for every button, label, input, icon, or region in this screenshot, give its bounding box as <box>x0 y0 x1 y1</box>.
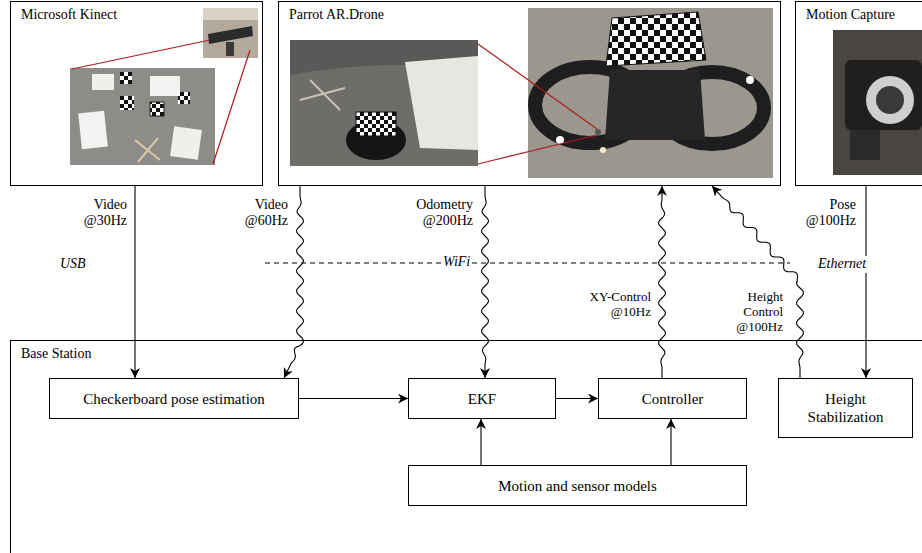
process-box: Motion and sensor models <box>408 465 747 506</box>
sensor-mount <box>226 42 234 56</box>
connector <box>480 419 481 465</box>
wireless-link <box>712 186 803 378</box>
checkerboard <box>150 102 164 116</box>
floor-sticks <box>135 138 160 162</box>
box-label: Checkerboard pose estimation <box>77 390 271 408</box>
front-camera <box>595 129 601 135</box>
process-box: Checkerboard pose estimation <box>49 378 299 419</box>
kinect-sensor <box>208 26 253 44</box>
checkerboard <box>178 92 190 104</box>
paper <box>92 74 114 90</box>
box-label: Controller <box>636 390 710 408</box>
led <box>600 147 606 153</box>
drone-photo <box>478 8 773 178</box>
signal-label: Odometry @200Hz <box>408 197 474 229</box>
box-label: EKF <box>462 390 502 408</box>
panel-title: Base Station <box>20 346 92 363</box>
paper <box>170 126 202 160</box>
panel-title: Microsoft Kinect <box>20 7 118 24</box>
camera-body <box>845 60 922 130</box>
wireless-link <box>482 186 489 378</box>
paper <box>150 76 180 96</box>
led <box>746 76 754 84</box>
checkerboard <box>606 12 706 66</box>
signal-label: Height Control @100Hz <box>724 290 784 335</box>
checkerboard <box>120 72 132 84</box>
checkerboard <box>120 96 134 110</box>
floor-tape <box>300 80 345 110</box>
panel-title: Motion Capture <box>805 7 896 24</box>
photo-ground <box>833 30 922 175</box>
drone-body <box>605 70 705 140</box>
process-box: Controller <box>598 378 747 419</box>
paper <box>78 111 108 150</box>
paper <box>405 56 478 150</box>
device-panel: Parrot AR.Drone <box>278 1 781 186</box>
connector <box>556 398 598 399</box>
checkerboard <box>356 112 396 136</box>
signal-label: XY-Control @10Hz <box>578 290 652 320</box>
lens <box>876 86 904 114</box>
process-box: EKF <box>408 378 556 419</box>
box-label: Motion and sensor models <box>492 477 663 495</box>
zoom-lines <box>72 40 250 164</box>
connectors <box>135 186 866 465</box>
connector <box>670 419 671 465</box>
link-label: Ethernet <box>816 256 868 273</box>
connector <box>134 186 135 378</box>
ceiling <box>203 8 258 20</box>
link-label: WiFi <box>441 254 472 271</box>
link-label: USB <box>58 256 88 273</box>
process-box: Height Stabilization <box>778 378 913 438</box>
panel-title: Parrot AR.Drone <box>288 7 385 24</box>
link-boundary <box>265 263 790 264</box>
signal-label: Video @30Hz <box>74 197 128 229</box>
photo-ground <box>528 8 773 178</box>
led-ring <box>866 76 914 124</box>
camera-mount <box>850 130 880 160</box>
device-panel: Microsoft Kinect <box>10 1 263 186</box>
signal-label: Video @60Hz <box>235 197 289 229</box>
photo-ground <box>290 40 478 166</box>
base-station-panel: Base StationCheckerboard pose estimation… <box>10 340 922 553</box>
zoom-lines <box>478 44 597 164</box>
wireless-link <box>659 186 666 378</box>
device-panel: Motion Capture <box>795 1 922 186</box>
drone-camera-photo <box>290 40 478 166</box>
signal-label: Pose @100Hz <box>797 197 857 229</box>
floor-photo <box>70 40 250 165</box>
mocap-camera-photo <box>833 30 922 175</box>
box-label: Height Stabilization <box>802 390 890 426</box>
photo-ground <box>70 68 215 165</box>
connector <box>865 186 866 378</box>
connector <box>299 398 408 399</box>
